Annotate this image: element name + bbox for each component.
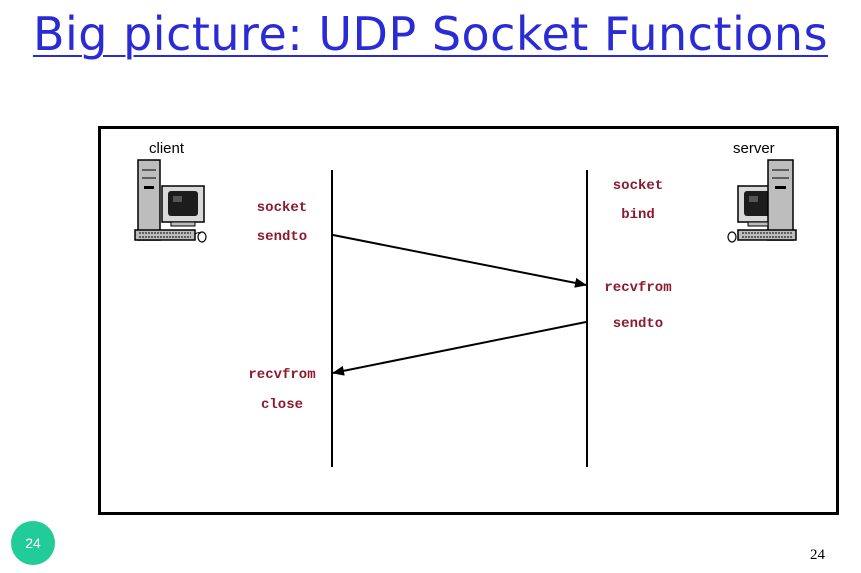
server-label: server (733, 140, 775, 157)
server-call-recvfrom: recvfrom (604, 280, 672, 296)
server-computer-icon (727, 159, 797, 243)
diagram-frame (98, 126, 839, 515)
client-label: client (149, 140, 185, 157)
client-call-socket: socket (256, 200, 308, 216)
page-number: 24 (810, 547, 825, 563)
server-call-bind: bind (621, 207, 655, 223)
client-call-close: close (260, 397, 303, 413)
slide-title: Big picture: UDP Socket Functions (32, 7, 829, 61)
server-call-sendto: sendto (612, 316, 664, 332)
client-call-recvfrom: recvfrom (248, 367, 316, 383)
client-call-sendto: sendto (256, 229, 308, 245)
server-to-client-arrow (332, 321, 587, 376)
client-to-server-arrow (332, 234, 587, 288)
client-computer-icon (134, 159, 207, 243)
server-call-socket: socket (612, 178, 664, 194)
page-badge: 24 (11, 521, 55, 565)
